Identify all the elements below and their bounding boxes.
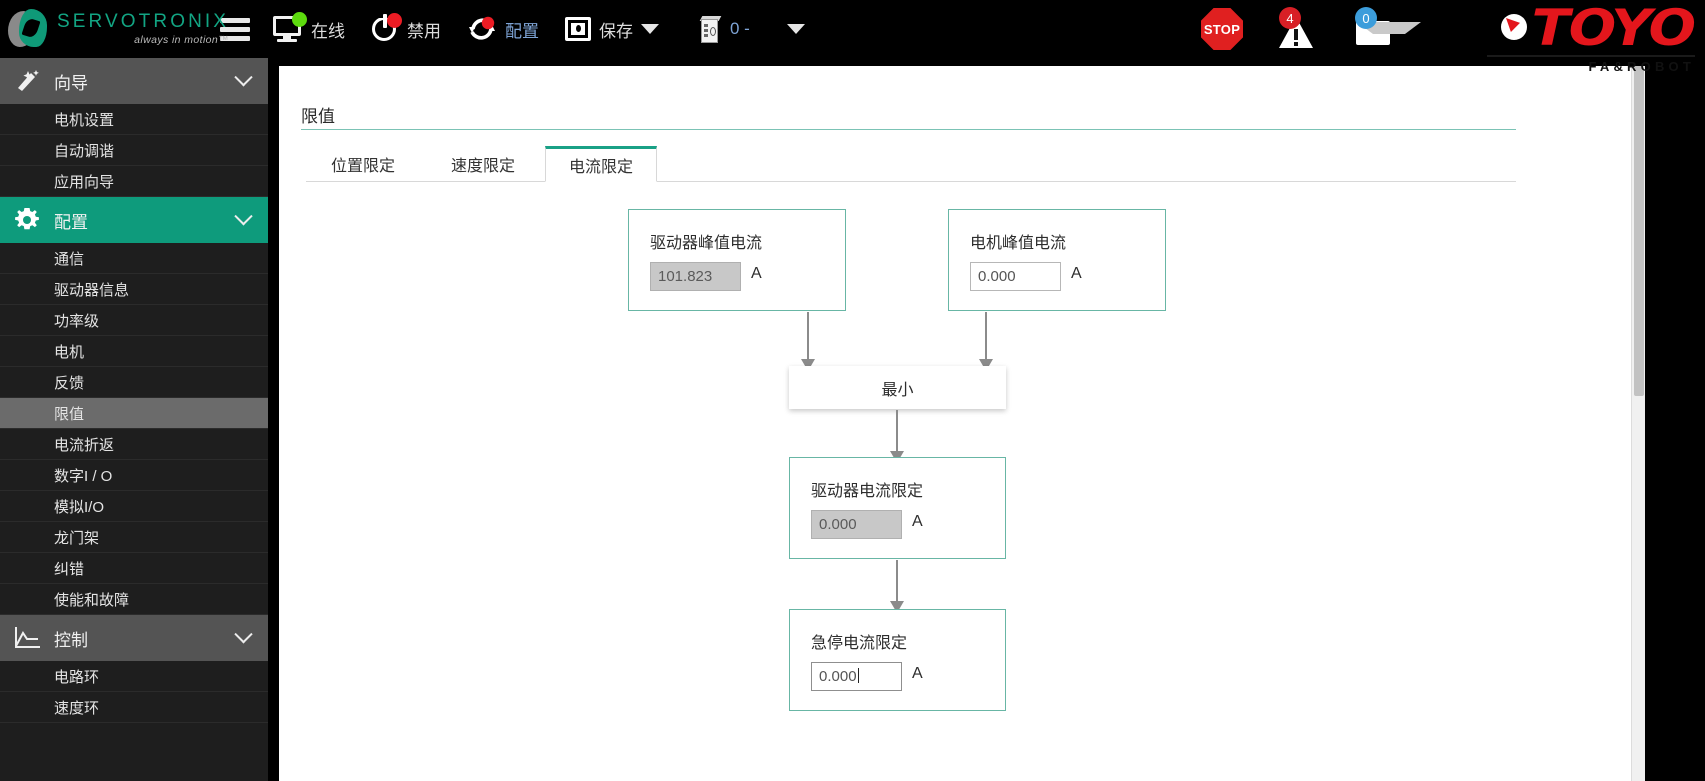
wand-icon	[0, 69, 54, 93]
sidebar-item-autotune[interactable]: 自动调谐	[0, 135, 268, 166]
chevron-down-icon[interactable]	[234, 206, 253, 225]
hamburger-icon[interactable]	[210, 17, 260, 41]
top-toolbar: SERVOTRONIX always in motion™ 在线 禁用	[0, 0, 1705, 58]
sidebar-item-digital-io[interactable]: 数字I / O	[0, 460, 268, 491]
input-estop-current-limit[interactable]: 0.000	[811, 662, 902, 691]
mail-indicator[interactable]: 0	[1349, 7, 1421, 51]
current-limits-flow-diagram: 驱动器峰值电流 101.823 A 电机峰值电流 0.000 A 最小 驱动器电…	[279, 66, 1645, 781]
control-chart-icon	[0, 626, 54, 650]
brand-tagline: always in motion™	[134, 34, 230, 47]
partner-logo-word: TOYO	[1531, 0, 1697, 57]
sidebar-item-feedback[interactable]: 反馈	[0, 367, 268, 398]
node-estop-current-limit: 急停电流限定 0.000 A	[789, 609, 1006, 711]
sidebar-item-limits[interactable]: 限值	[0, 398, 268, 429]
text-caret	[857, 668, 859, 683]
caret-down-icon[interactable]	[641, 24, 659, 34]
node-min: 最小	[789, 366, 1006, 409]
sidebar-item-enable-and-faults[interactable]: 使能和故障	[0, 584, 268, 615]
tab-bar: 位置限定 速度限定 电流限定	[306, 146, 1516, 182]
sidebar-item-communication[interactable]: 通信	[0, 243, 268, 274]
chevron-down-icon[interactable]	[234, 67, 253, 86]
sidebar-group-label: 配置	[54, 212, 88, 232]
node-label: 电机峰值电流	[970, 235, 1067, 252]
tab-velocity-limits[interactable]: 速度限定	[450, 158, 515, 175]
input-drive-peak-current[interactable]: 101.823	[650, 262, 741, 291]
warning-count-badge: 4	[1279, 7, 1301, 29]
scrollbar-thumb[interactable]	[1634, 66, 1644, 396]
sidebar-item-error-correction[interactable]: 纠错	[0, 553, 268, 584]
sidebar-item-gantry[interactable]: 龙门架	[0, 522, 268, 553]
sidebar-item-motor[interactable]: 电机	[0, 336, 268, 367]
tab-position-limits[interactable]: 位置限定	[330, 158, 395, 175]
brand-name: SERVOTRONIX	[57, 11, 230, 33]
toolbar-item-config[interactable]: 配置	[454, 0, 552, 58]
mail-count-badge: 0	[1355, 7, 1377, 29]
sidebar-group-control[interactable]: 控制	[0, 615, 268, 661]
toolbar-label-disable: 禁用	[407, 21, 441, 41]
node-label: 驱动器峰值电流	[650, 235, 763, 252]
warning-indicator[interactable]: 4	[1273, 7, 1319, 51]
sidebar-item-current-foldback[interactable]: 电流折返	[0, 429, 268, 460]
refresh-config-icon	[467, 16, 497, 42]
input-motor-peak-current[interactable]: 0.000	[970, 262, 1061, 291]
power-disable-icon	[371, 13, 402, 43]
toolbar-label-save: 保存	[599, 21, 633, 41]
sidebar-item-drive-info[interactable]: 驱动器信息	[0, 274, 268, 305]
partner-logo-subtitle: FA&ROBOT	[1588, 59, 1695, 74]
page-title: 限值	[301, 107, 335, 126]
sidebar-item-current-loop[interactable]: 电路环	[0, 661, 268, 692]
sidebar-item-power-stage[interactable]: 功率级	[0, 305, 268, 336]
node-label: 驱动器电流限定	[811, 483, 924, 500]
app-logo: SERVOTRONIX always in motion™	[0, 0, 229, 58]
sidebar-item-motor-setup[interactable]: 电机设置	[0, 104, 268, 135]
stop-button[interactable]: STOP	[1201, 8, 1243, 50]
toolbar-item-online[interactable]: 在线	[260, 0, 358, 58]
sidebar-item-app-wizard[interactable]: 应用向导	[0, 166, 268, 197]
input-estop-current-limit-value: 0.000	[819, 668, 857, 685]
input-drive-current-limit[interactable]: 0.000	[811, 510, 902, 539]
caret-down-icon	[786, 24, 805, 34]
servotronix-leaf-icon	[8, 9, 50, 49]
toolbar-item-disable[interactable]: 禁用	[358, 0, 454, 58]
sidebar-group-label: 控制	[54, 630, 88, 650]
main-content: 限值 位置限定 速度限定 电流限定 驱动器峰值电流 101.823 A 电机峰值…	[279, 66, 1645, 781]
node-motor-peak-current: 电机峰值电流 0.000 A	[948, 209, 1166, 311]
partner-logo: TOYO FA&ROBOT	[1487, 2, 1696, 90]
drive-axis-icon	[698, 15, 722, 43]
sidebar-item-velocity-loop[interactable]: 速度环	[0, 692, 268, 723]
node-drive-peak-current: 驱动器峰值电流 101.823 A	[628, 209, 846, 311]
unit-label: A	[912, 665, 923, 682]
monitor-online-icon	[273, 12, 307, 42]
arrow-motor-to-min	[979, 312, 993, 371]
unit-label: A	[1071, 265, 1082, 282]
node-drive-current-limit: 驱动器电流限定 0.000 A	[789, 457, 1006, 559]
content-scrollbar[interactable]	[1631, 66, 1645, 781]
toolbar-label-config: 配置	[505, 21, 539, 41]
toolbar-item-axis[interactable]: 0 -	[672, 0, 763, 58]
arrow-drive-limit-to-estop	[890, 560, 904, 613]
sidebar-group-wizard[interactable]: 向导	[0, 58, 268, 104]
save-disk-icon	[565, 17, 591, 41]
toolbar-label-online: 在线	[311, 21, 345, 41]
sidebar-group-configuration[interactable]: 配置	[0, 197, 268, 243]
toolbar-label-axis: 0 -	[730, 19, 750, 38]
partner-logo-mark-icon	[1501, 14, 1527, 40]
node-label: 急停电流限定	[811, 635, 908, 652]
axis-dropdown-button[interactable]	[763, 0, 818, 58]
unit-label: A	[751, 265, 762, 282]
sidebar: 向导 电机设置 自动调谐 应用向导 配置 通信 驱动器信息 功率级 电机 反馈 …	[0, 58, 268, 781]
chevron-down-icon[interactable]	[234, 624, 253, 643]
tab-current-limits[interactable]: 电流限定	[545, 146, 657, 182]
toolbar-item-save[interactable]: 保存	[552, 0, 672, 58]
arrow-drive-to-min	[801, 312, 815, 371]
gear-icon	[0, 207, 54, 233]
unit-label: A	[912, 513, 923, 530]
title-divider	[301, 129, 1516, 130]
arrow-min-to-drive-limit	[890, 410, 904, 463]
sidebar-item-analog-io[interactable]: 模拟I/O	[0, 491, 268, 522]
sidebar-group-label: 向导	[54, 73, 88, 93]
